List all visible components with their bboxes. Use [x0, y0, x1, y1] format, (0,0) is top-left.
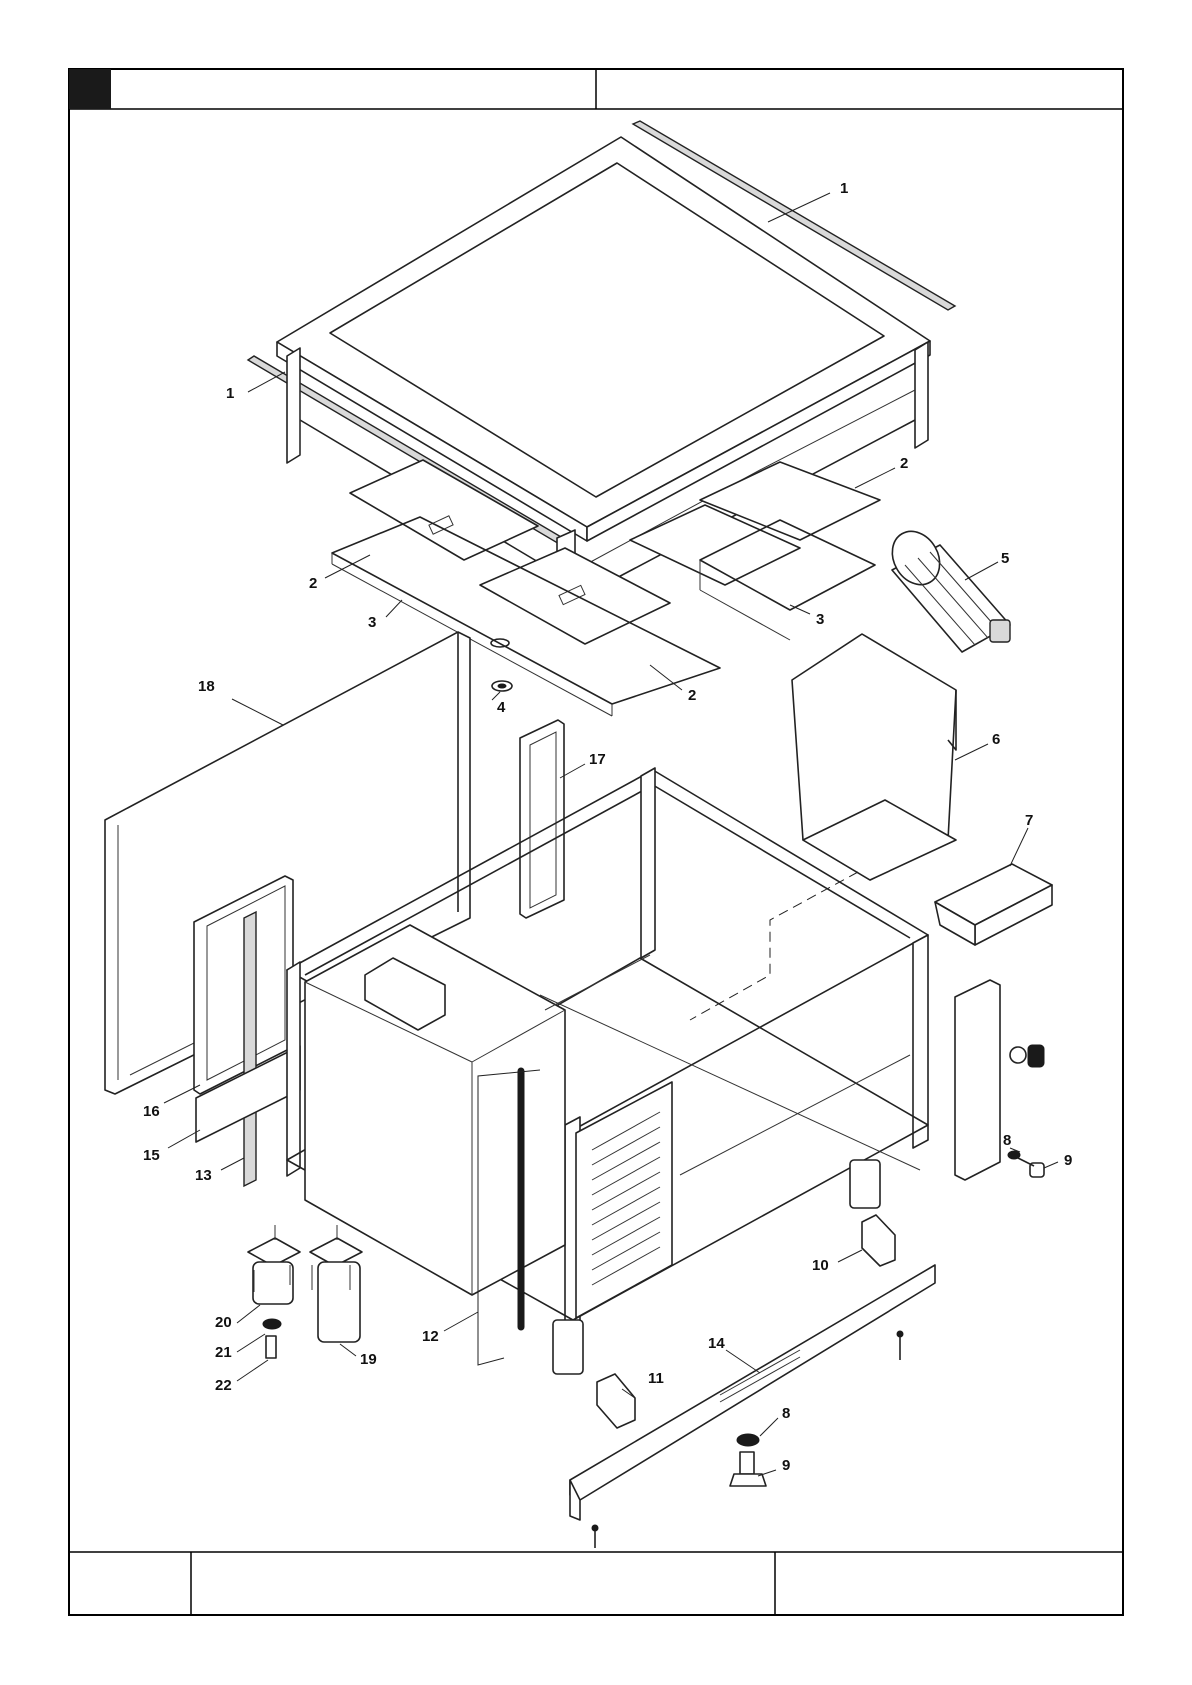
- callout-1-left: 1: [226, 385, 234, 402]
- callout-20: 20: [215, 1314, 232, 1331]
- callout-10: 10: [812, 1257, 829, 1274]
- callout-18: 18: [198, 678, 215, 695]
- control-panel: [955, 980, 1044, 1180]
- callout-3-left: 3: [368, 614, 376, 631]
- callout-7: 7: [1025, 812, 1033, 829]
- washer-lower: [737, 1434, 759, 1446]
- callout-16: 16: [143, 1103, 160, 1120]
- callout-2-left: 2: [309, 575, 317, 592]
- callout-13: 13: [195, 1167, 212, 1184]
- drawer-cover: [935, 864, 1052, 945]
- foot-bolt-lower: [730, 1452, 766, 1486]
- washer-21: [263, 1319, 281, 1329]
- bracket-11: [597, 1374, 635, 1428]
- callout-11: 11: [648, 1370, 664, 1387]
- callout-8-lower: 8: [782, 1405, 790, 1422]
- callout-2-mid: 2: [688, 687, 696, 704]
- callout-17: 17: [589, 751, 606, 768]
- corner-block: [69, 69, 111, 109]
- screw-right: [897, 1331, 903, 1360]
- door-gasket-rod: [518, 1068, 524, 1330]
- callout-1-top: 1: [840, 180, 848, 197]
- duct-panel: [792, 634, 956, 880]
- knob-upper: [1008, 1151, 1044, 1177]
- callout-3-right: 3: [816, 611, 824, 628]
- callout-15: 15: [143, 1147, 160, 1164]
- top-cover: [248, 121, 955, 548]
- callout-14: 14: [708, 1335, 725, 1352]
- callout-19: 19: [360, 1351, 377, 1368]
- callout-21: 21: [215, 1344, 232, 1361]
- callout-8-upper: 8: [1003, 1132, 1011, 1149]
- screw-bottom: [592, 1525, 598, 1548]
- callout-9-upper: 9: [1064, 1152, 1072, 1169]
- callout-9-lower: 9: [782, 1457, 790, 1474]
- bracket-10: [862, 1215, 895, 1266]
- grommet: [492, 681, 512, 691]
- leg-assembly-left: [248, 1225, 300, 1304]
- gasket-strip: [244, 912, 256, 1186]
- routing-dashed-line: [690, 872, 858, 1020]
- callout-22: 22: [215, 1377, 232, 1394]
- callout-5: 5: [1001, 550, 1009, 567]
- callout-12: 12: [422, 1328, 439, 1345]
- leg-assembly-right: [310, 1225, 362, 1342]
- callout-2-right: 2: [900, 455, 908, 472]
- callout-6: 6: [992, 731, 1000, 748]
- callout-4: 4: [497, 699, 506, 716]
- bolt-22: [266, 1336, 276, 1358]
- fan-motor: [883, 523, 1010, 652]
- vertical-channel: [520, 720, 564, 918]
